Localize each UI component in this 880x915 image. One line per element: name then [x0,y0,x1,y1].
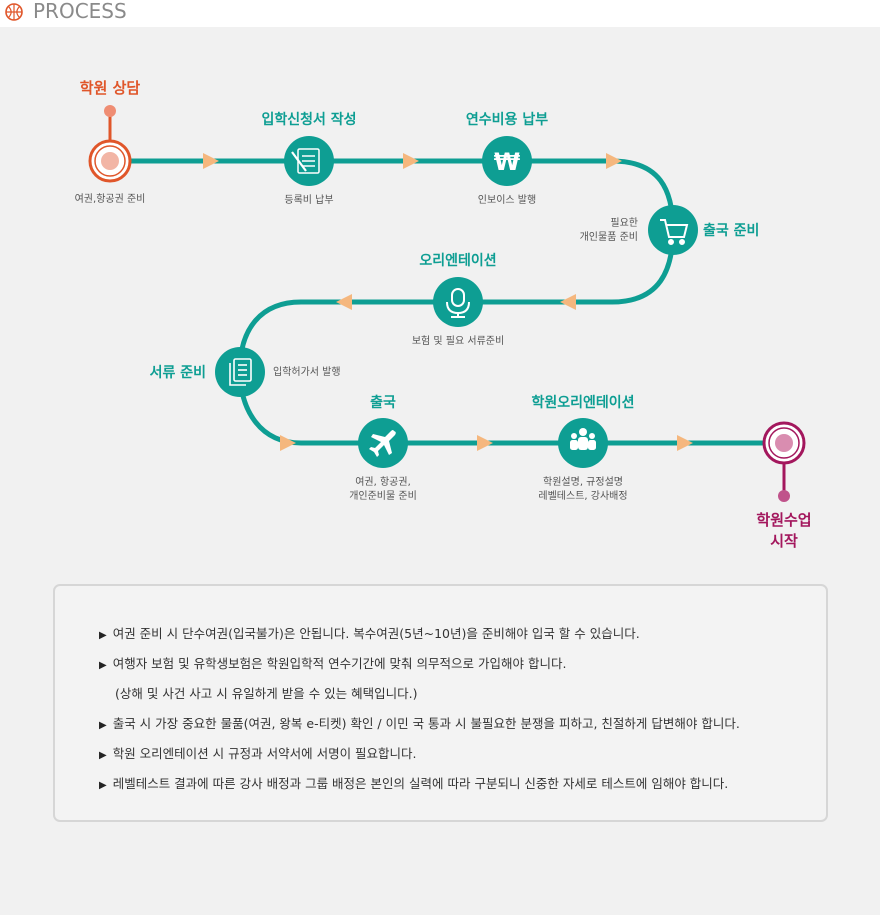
arrow-1 [203,153,219,169]
step-departure-prep-title: 출국 준비 [703,222,759,239]
step-consult-desc: 여권,항공권 준비 [75,193,146,205]
microphone-icon [446,288,470,318]
note-item: ▶여권 준비 시 단수여권(입국불가)은 안됩니다. 복수여권(5년~10년)을… [99,626,640,641]
arrow-4 [560,294,576,310]
step-application-title: 입학신청서 작성 [261,111,356,128]
bullet-icon: ▶ [99,780,107,791]
end-node [762,421,806,502]
note-item: (상해 및 사건 사고 시 유일하게 받을 수 있는 혜택입니다.) [115,686,418,701]
step-application-desc: 등록비 납부 [284,194,333,206]
airplane-icon [369,430,396,457]
arrow-6 [280,435,296,451]
step-orientation-node [433,277,483,327]
bullet-icon: ▶ [99,660,107,671]
step-documents-desc: 입학허가서 발행 [273,365,341,378]
step-payment-desc: 인보이스 발행 [478,194,536,206]
arrow-3 [606,153,622,169]
step-departure-desc-1: 여권, 항공권, [355,476,411,488]
page-title: PROCESS [33,0,127,23]
bullet-icon: ▶ [99,750,107,761]
page-header: PROCESS [0,0,880,27]
arrow-7 [477,435,493,451]
basketball-icon [5,3,23,21]
people-group-icon [570,428,596,450]
step-departure-desc-2: 개인준비물 준비 [349,490,417,502]
step-school-orientation-desc-1: 학원설명, 규정설명 [543,476,623,488]
step-consult-title: 학원 상담 [80,79,141,97]
bullet-icon: ▶ [99,630,107,641]
shopping-cart-icon [660,219,689,245]
arrow-8 [677,435,693,451]
path-arrows [203,153,693,451]
start-node [88,105,132,183]
step-start-title-2: 시작 [770,532,798,550]
note-item: ▶레벨테스트 결과에 따른 강사 배정과 그룹 배정은 본인의 실력에 따라 구… [99,776,729,791]
step-payment-node [482,136,532,186]
step-orientation-desc: 보험 및 필요 서류준비 [412,335,504,347]
step-departure-prep-desc-2: 개인물품 준비 [580,231,638,243]
document-pen-icon [291,148,320,174]
step-school-orientation-title: 학원오리엔테이션 [531,394,634,411]
notes-box: ▶여권 준비 시 단수여권(입국불가)은 안됩니다. 복수여권(5년~10년)을… [53,584,828,822]
process-diagram: 학원 상담 여권,항공권 준비 입학신청서 작성 등록비 납부 ₩ 연수비용 납… [75,79,812,550]
step-departure-title: 출국 [370,394,396,411]
step-departure-prep-node [648,205,698,255]
arrow-5 [336,294,352,310]
step-departure-prep-desc-1: 필요한 [610,217,638,229]
step-start-title-1: 학원수업 [756,511,811,529]
documents-icon [229,358,252,386]
step-documents-title: 서류 준비 [150,365,206,381]
note-item: ▶여행자 보험 및 유학생보험은 학원입학적 연수기간에 맞춰 의무적으로 가입… [99,656,567,671]
arrow-2 [403,153,419,169]
step-school-orientation-desc-2: 레벨테스트, 강사배정 [538,490,627,502]
step-payment-title: 연수비용 납부 [466,111,548,128]
bullet-icon: ▶ [99,720,107,731]
note-item: ▶학원 오리엔테이션 시 규정과 서약서에 서명이 필요합니다. [99,746,417,761]
note-item: ▶출국 시 가장 중요한 물품(여권, 왕복 e-티켓) 확인 / 이민 국 통… [99,716,740,731]
won-sign-icon: ₩ [494,148,521,176]
step-orientation-title: 오리엔테이션 [419,252,496,269]
process-path [110,158,784,446]
step-documents-node [215,347,265,397]
